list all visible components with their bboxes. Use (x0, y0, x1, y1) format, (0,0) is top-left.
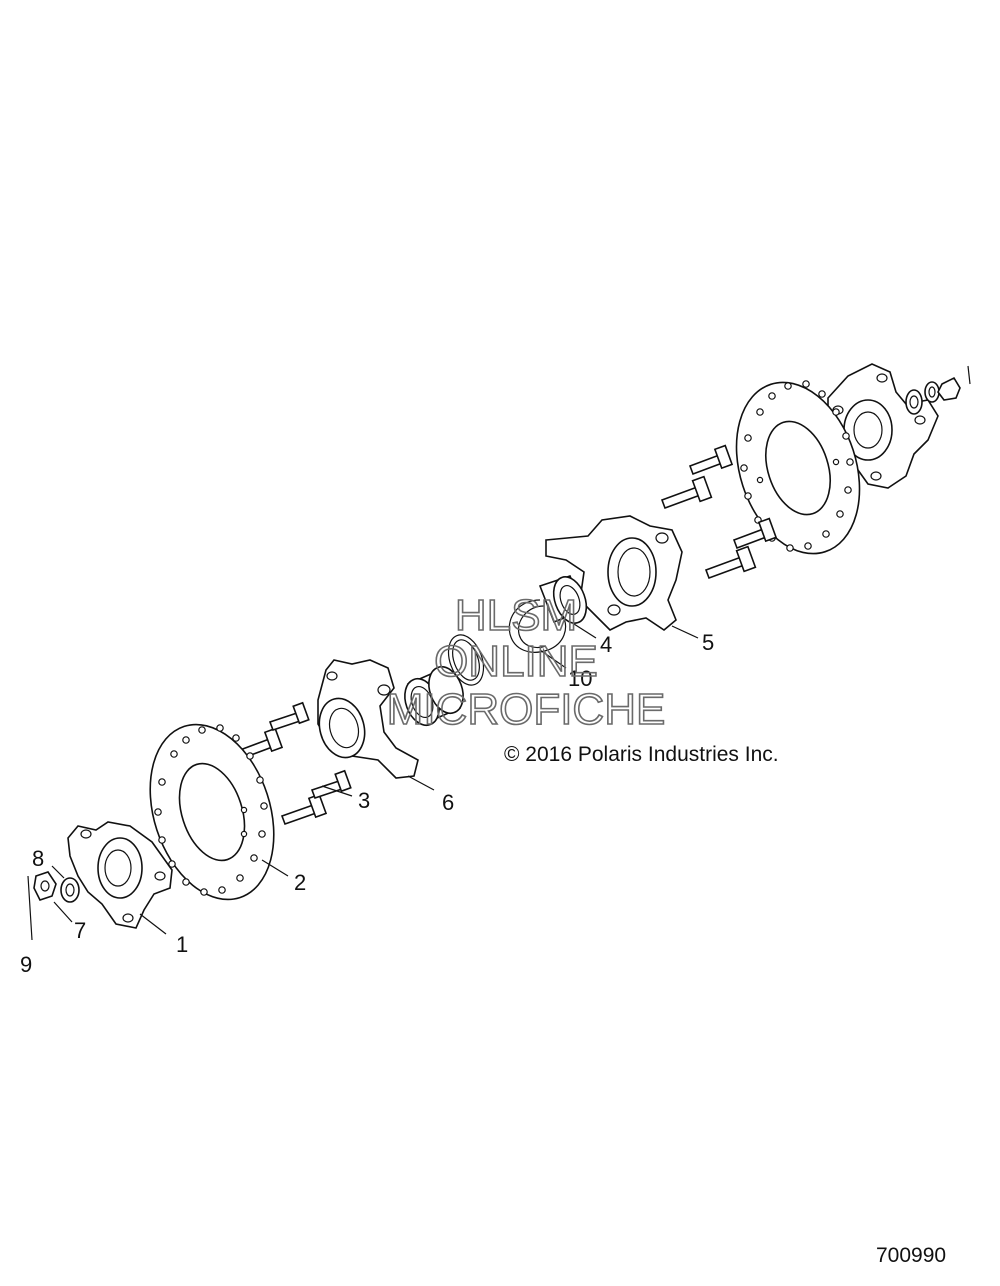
callout-5: 5 (702, 630, 714, 655)
callout-10: 10 (568, 666, 592, 691)
right-disc-holes (740, 380, 854, 552)
left-disc-bolts (238, 701, 352, 826)
left-wheel-hub (67, 821, 173, 929)
callout-4: 4 (600, 632, 612, 657)
watermark-line-1: HLSM (455, 591, 577, 640)
washer-icon (60, 877, 80, 903)
right-disc-bolts (660, 444, 778, 580)
callout-9: 9 (20, 952, 32, 977)
figure-number: 700990 (876, 1244, 946, 1267)
left-brake-disc (149, 723, 275, 901)
callout-8: 8 (32, 846, 44, 871)
callout-1: 1 (176, 932, 188, 957)
right-hub-fasteners (905, 365, 971, 415)
callout-6: 6 (442, 790, 454, 815)
watermark: HLSM ONLINE MICROFICHE (386, 590, 666, 735)
left-hub-fasteners (27, 871, 80, 941)
copyright-notice: © 2016 Polaris Industries Inc. (504, 743, 779, 766)
left-disc-holes (154, 724, 268, 896)
left-steering-knuckle (317, 659, 419, 779)
cotter-pin-icon (27, 875, 33, 941)
watermark-line-2: ONLINE (434, 637, 598, 686)
callout-3: 3 (358, 788, 370, 813)
left-snap-ring (447, 634, 485, 686)
callout-2: 2 (294, 870, 306, 895)
wheel-bearing (538, 575, 588, 624)
callout-labels: 1 2 3 4 5 6 7 8 9 10 (20, 630, 714, 977)
right-steering-knuckle (545, 515, 683, 631)
snap-ring (508, 599, 567, 653)
left-wheel-bearing (404, 665, 464, 727)
nut-icon (33, 871, 57, 901)
callout-7: 7 (74, 918, 86, 943)
leader-lines (51, 623, 699, 935)
watermark-line-3: MICROFICHE (387, 685, 666, 734)
right-brake-disc (735, 380, 861, 555)
